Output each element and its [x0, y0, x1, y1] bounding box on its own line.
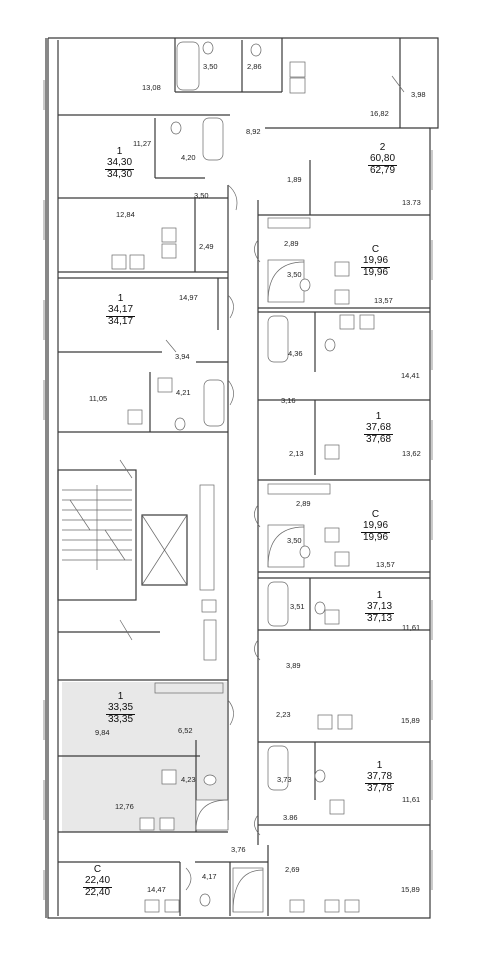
door — [391, 75, 405, 93]
room-area: 3.86 — [283, 813, 298, 822]
room-area: 11,61 — [402, 623, 421, 632]
room-area: 2,69 — [285, 865, 300, 874]
room-area: 13,57 — [376, 560, 395, 569]
stairwell — [57, 469, 137, 601]
apartment-label: С 19,96 19,96 — [361, 244, 391, 278]
room-area: 2,49 — [199, 242, 214, 251]
toilets — [170, 41, 336, 907]
apartment-label: 2 60,80 62,79 — [368, 142, 398, 176]
room-area: 1,89 — [287, 175, 302, 184]
kitchen-units — [111, 61, 375, 913]
apartment-label: 1 33,35 33,35 — [106, 691, 136, 725]
apartment-label: 1 34,30 34,30 — [105, 146, 135, 180]
wardrobe — [267, 483, 331, 495]
room-area: 9,84 — [95, 728, 110, 737]
shaft — [199, 484, 215, 591]
room-area: 4,21 — [176, 388, 191, 397]
room-area: 4,36 — [288, 349, 303, 358]
room-area: 12,84 — [116, 210, 135, 219]
room-area: 3,76 — [231, 845, 246, 854]
room-area: 2,13 — [289, 449, 304, 458]
wardrobe — [267, 217, 311, 229]
wardrobe — [154, 682, 224, 694]
room-area: 11,61 — [402, 795, 421, 804]
room-area: 6,52 — [178, 726, 193, 735]
room-area: 3,16 — [281, 396, 296, 405]
apartment-label: 1 37,78 37,78 — [365, 760, 395, 794]
showers — [195, 259, 305, 913]
room-area: 13,62 — [402, 449, 421, 458]
room-area: 15,89 — [401, 716, 420, 725]
room-area: 13.73 — [402, 198, 421, 207]
bathtubs — [176, 41, 289, 791]
apartment-label: С 22,40 22,40 — [83, 864, 113, 898]
room-area: 8,92 — [246, 127, 261, 136]
room-area: 3,50 — [194, 191, 209, 200]
room-area: 11,27 — [133, 139, 152, 148]
shaft — [201, 599, 217, 613]
room-area: 4,20 — [181, 153, 196, 162]
room-area: 4,23 — [181, 775, 196, 784]
door — [119, 459, 133, 479]
room-area: 12,76 — [115, 802, 134, 811]
room-area: 2,23 — [276, 710, 291, 719]
room-area: 13,08 — [142, 83, 161, 92]
door — [119, 619, 133, 641]
room-area: 14,41 — [401, 371, 420, 380]
apartment-label: 1 34,17 34,17 — [106, 293, 136, 327]
room-area: 4,17 — [202, 872, 217, 881]
room-area: 14,97 — [179, 293, 198, 302]
doors — [165, 184, 261, 891]
room-area: 3,89 — [286, 661, 301, 670]
room-area: 3,98 — [411, 90, 426, 99]
stairs — [62, 485, 132, 570]
apartment-label: 1 37,68 37,68 — [364, 411, 394, 445]
elevator-cross — [141, 514, 188, 586]
room-area: 2,89 — [284, 239, 299, 248]
windows — [43, 80, 433, 900]
shaft — [203, 619, 217, 661]
room-area: 15,89 — [401, 885, 420, 894]
room-area: 3,50 — [287, 536, 302, 545]
apartment-label: С 19,96 19,96 — [361, 509, 391, 543]
apartment-label: 1 37,13 37,13 — [365, 590, 395, 624]
room-area: 2,86 — [247, 62, 262, 71]
room-area: 3,73 — [277, 775, 292, 784]
room-area: 13,57 — [374, 296, 393, 305]
room-area: 3,50 — [203, 62, 218, 71]
room-area: 3,50 — [287, 270, 302, 279]
room-area: 3,51 — [290, 602, 305, 611]
room-area: 14,47 — [147, 885, 166, 894]
room-area: 11,05 — [89, 394, 108, 403]
room-area: 16,82 — [370, 109, 389, 118]
room-area: 2,89 — [296, 499, 311, 508]
room-area: 3,94 — [175, 352, 190, 361]
elevator-shaft — [141, 514, 188, 586]
